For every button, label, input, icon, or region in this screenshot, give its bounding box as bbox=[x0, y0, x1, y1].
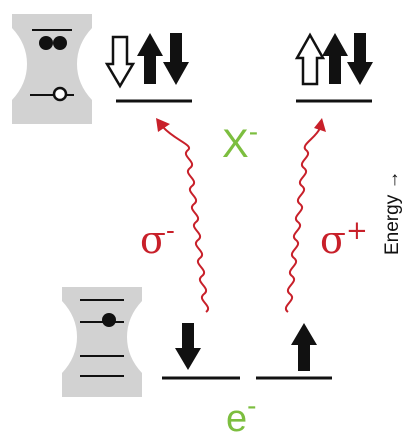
energy-axis-label: Energy → bbox=[382, 170, 403, 255]
electron-label-text: e bbox=[226, 398, 248, 440]
trion-label-text: X bbox=[222, 122, 249, 166]
sigma-minus-polarization: - bbox=[165, 216, 175, 246]
photon-sigma-plus-arrow bbox=[285, 118, 326, 313]
quantum-dot-electron-icon bbox=[62, 287, 142, 397]
quantum-dot-trion-icon bbox=[12, 14, 92, 124]
electron-spin-down-arrow bbox=[163, 33, 189, 85]
photon-sigma-minus-arrow bbox=[156, 118, 209, 313]
trion-level-left bbox=[104, 33, 192, 103]
electron-spin-up-arrow bbox=[137, 33, 163, 84]
sigma-minus-label: σ- bbox=[140, 218, 175, 259]
sigma-plus-polarization: + bbox=[345, 216, 368, 246]
sigma-plus-label: σ+ bbox=[320, 218, 368, 259]
electron-spin-up-arrow bbox=[291, 323, 317, 371]
hole-spin-up-open-arrow bbox=[294, 32, 326, 86]
trion-label: X- bbox=[222, 116, 259, 166]
electron-spin-up-arrow bbox=[322, 33, 348, 84]
electron-label-charge: - bbox=[247, 390, 257, 421]
sigma-plus-symbol: σ bbox=[320, 218, 346, 262]
electron-spin-down-arrow bbox=[175, 323, 201, 370]
electron-levels bbox=[162, 323, 332, 380]
sigma-minus-symbol: σ bbox=[140, 218, 166, 262]
electron-spin-down-arrow bbox=[347, 33, 373, 85]
electron-label: e- bbox=[226, 390, 257, 440]
hole-spin-down-open-arrow bbox=[104, 35, 136, 89]
trion-level-right bbox=[294, 32, 373, 103]
trion-label-charge: - bbox=[248, 116, 259, 147]
